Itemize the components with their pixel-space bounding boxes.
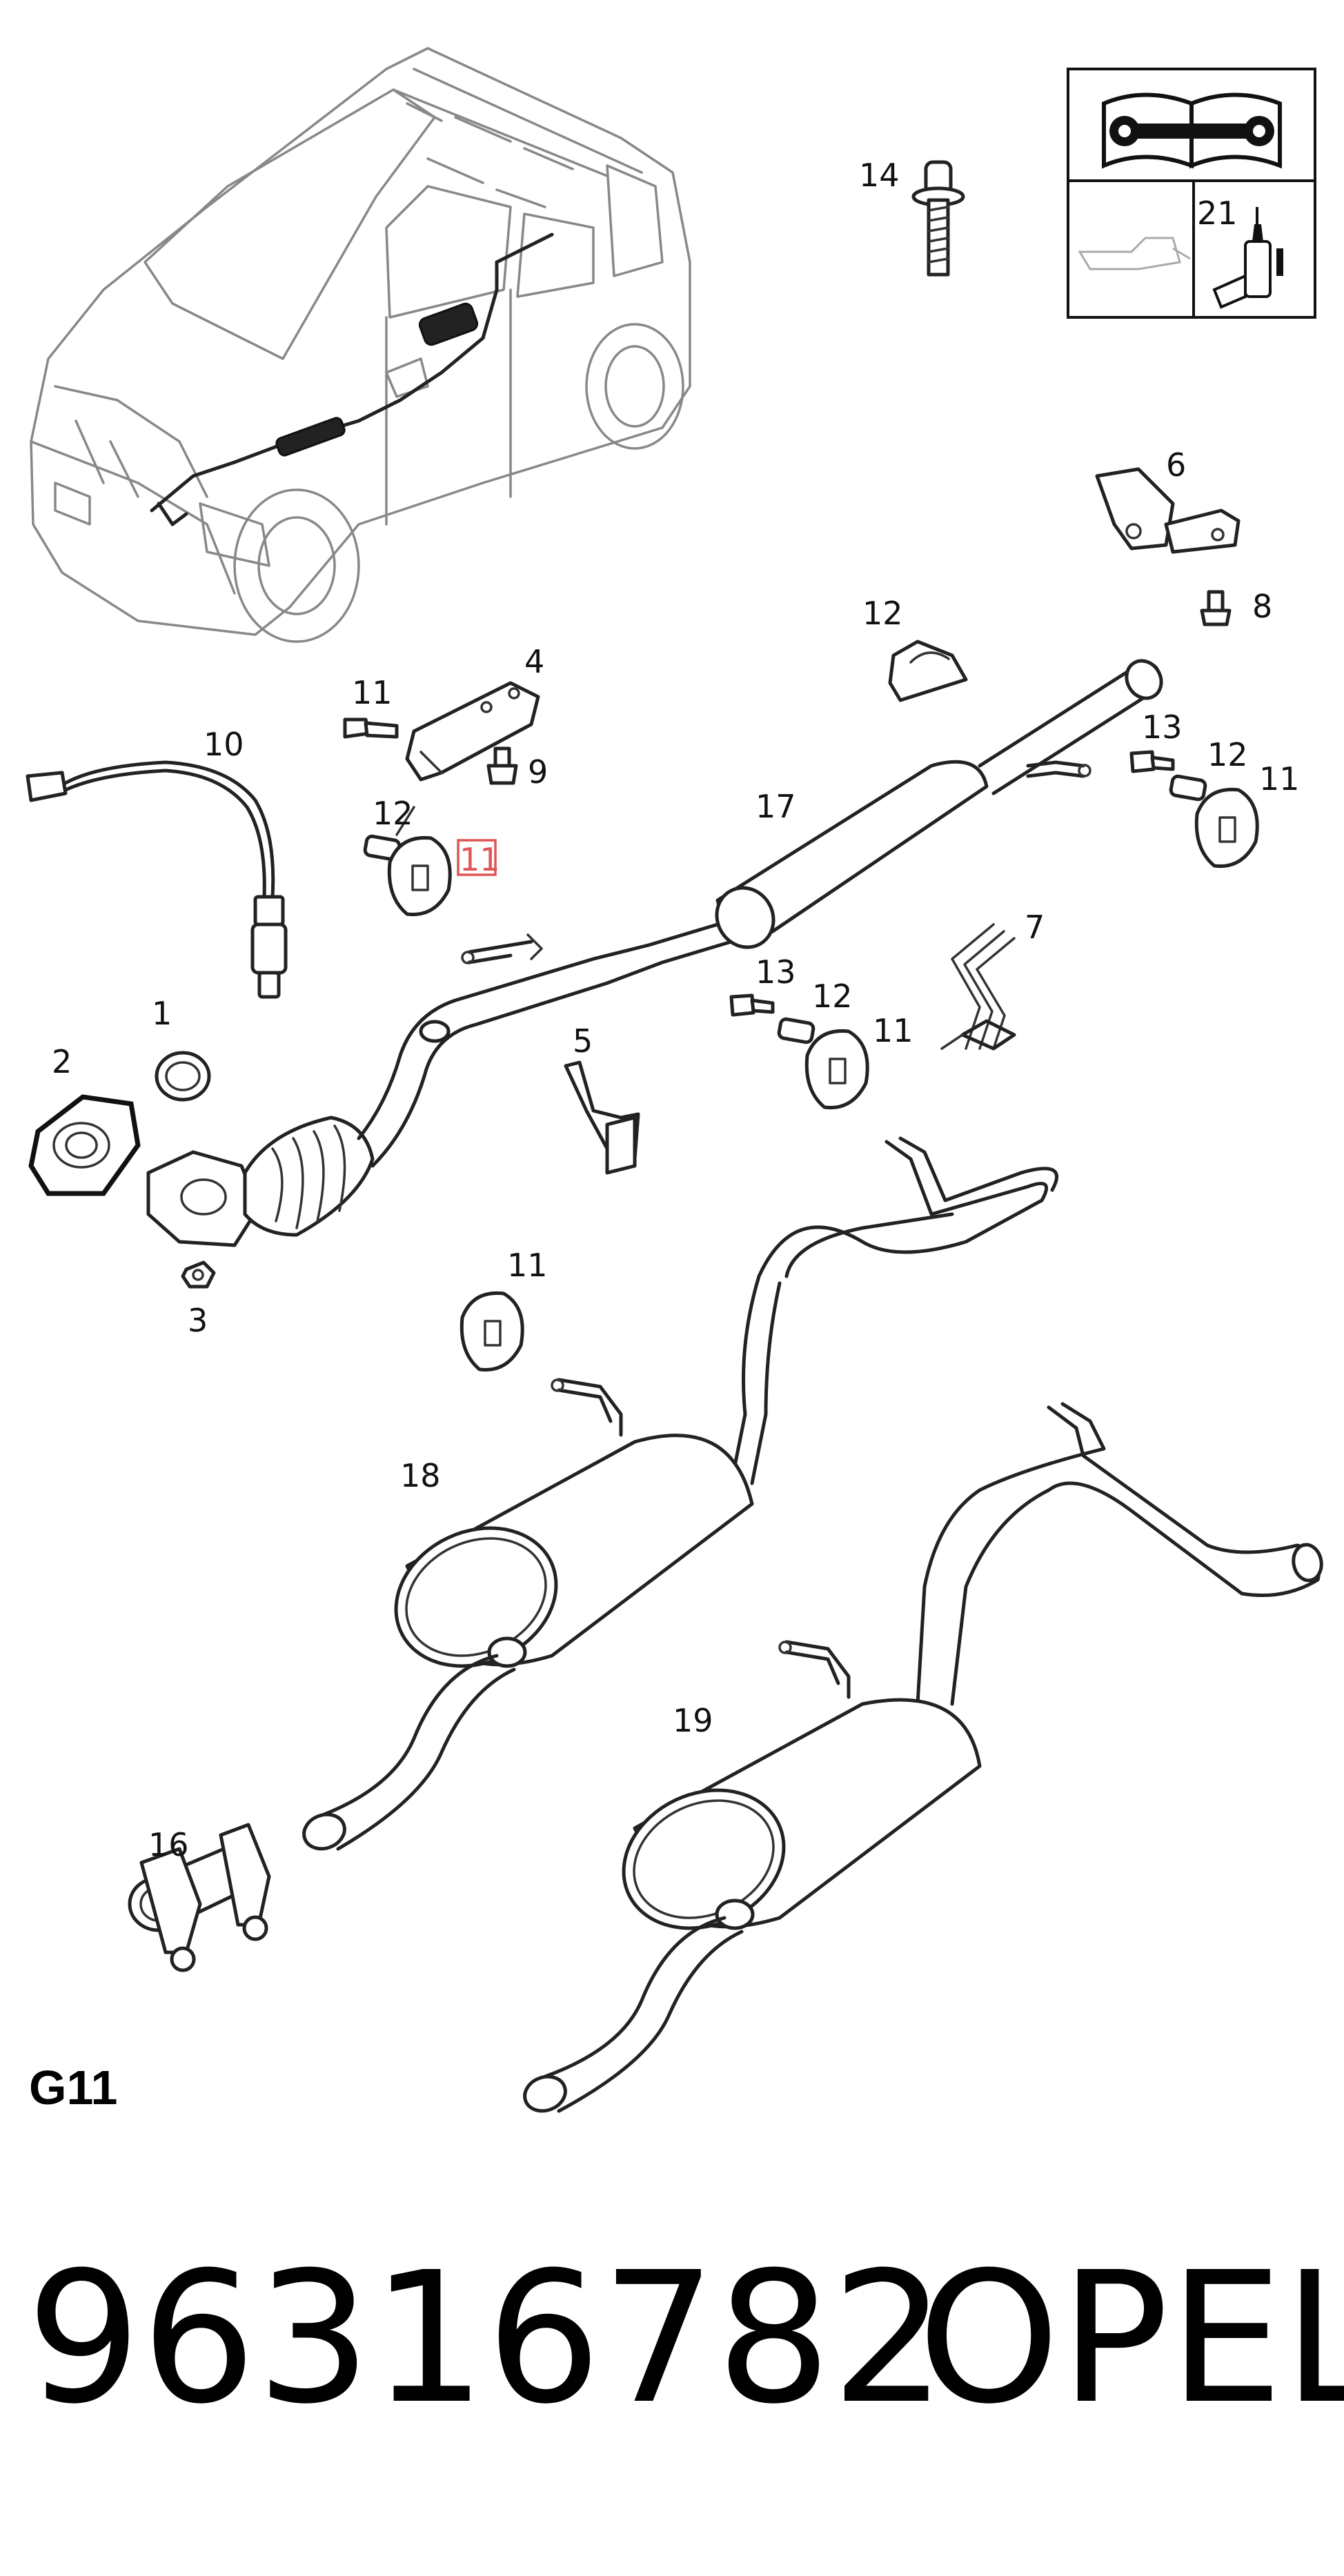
- part-11-mount-right: [1194, 787, 1259, 869]
- callout-3: 3: [188, 1302, 208, 1339]
- manual-book-wrench-icon: [1102, 92, 1282, 169]
- part-7-heat-shield: [940, 923, 1016, 1051]
- part-11-mount-left: [387, 835, 452, 917]
- callout-11-right: 11: [1259, 760, 1300, 797]
- callout-1: 1: [152, 995, 172, 1032]
- exhaust-silhouette-icon: [1078, 237, 1191, 270]
- part-10-oxygen-sensor: [26, 760, 288, 999]
- part-6-bracket: [1095, 467, 1241, 554]
- part-18-rear-muffler: [302, 1136, 1059, 1851]
- part-20-stud: [911, 160, 965, 277]
- callout-7: 7: [1025, 909, 1045, 946]
- callout-5: 5: [573, 1022, 593, 1060]
- part-2-flange-gasket: [28, 1094, 141, 1196]
- callout-12-left: 12: [373, 795, 413, 832]
- callout-4: 4: [524, 643, 544, 680]
- front-pipe-catalytic-converter: [146, 922, 733, 1247]
- part-17-center-muffler: [715, 659, 1163, 949]
- part-1-gasket-ring: [155, 1051, 211, 1102]
- highlight-box: [457, 839, 497, 876]
- callout-15: 12: [862, 595, 903, 632]
- section-code: G11: [29, 2061, 117, 2114]
- part-9-bolt: [486, 746, 518, 785]
- callout-19: 19: [673, 1702, 713, 1739]
- service-info-box: [1067, 68, 1316, 319]
- callout-10: 10: [204, 726, 244, 763]
- part-number: 96316782: [26, 2233, 947, 2444]
- callout-labels: 14 21 6 8 12 4 11 10 9 13 12 11 17 12 11…: [29, 157, 1300, 2114]
- callout-8: 8: [1252, 588, 1272, 625]
- callout-18: 18: [400, 1457, 441, 1494]
- callout-9: 9: [528, 753, 548, 791]
- callout-17: 17: [755, 788, 796, 825]
- part-11-mount-lower: [459, 1291, 524, 1372]
- brand-name: OPEL: [918, 2233, 1344, 2444]
- callout-14: 11: [352, 674, 393, 711]
- part-11-mount-middle: [804, 1029, 869, 1110]
- part-14-bolt: [343, 717, 399, 739]
- part-3-nut: [181, 1260, 216, 1289]
- part-12-pin-middle: [777, 1017, 816, 1044]
- callout-12-right: 12: [1207, 736, 1248, 773]
- callout-21: 21: [1197, 195, 1238, 232]
- sealant-tube-icon: [1212, 207, 1283, 309]
- callout-12-middle-label: 12: [812, 978, 853, 1015]
- part-4-bracket: [405, 681, 540, 782]
- leader-lines: [395, 806, 415, 836]
- part-13-bolt-middle: [729, 993, 775, 1017]
- part-8-bolt: [1200, 590, 1232, 626]
- callout-20: 14: [859, 157, 900, 194]
- callout-11-highlighted[interactable]: 11: [459, 841, 500, 878]
- part-15-hanger: [888, 640, 968, 702]
- callout-16: 16: [148, 1826, 189, 1863]
- callout-13-right: 13: [1142, 709, 1183, 746]
- part-19-rear-muffler: [523, 1402, 1323, 2113]
- part-5-bracket: [564, 1060, 640, 1175]
- callout-11-lower-label: 11: [507, 1247, 548, 1284]
- part-12-pin-right: [1169, 774, 1207, 802]
- callout-13-middle: 13: [755, 953, 796, 991]
- callout-11-middle: 11: [873, 1012, 913, 1049]
- part-13-bolt-right: [1129, 750, 1175, 773]
- callout-2: 2: [52, 1043, 72, 1080]
- callout-6: 6: [1166, 446, 1186, 484]
- part-16-pipe-clamp: [128, 1823, 271, 1972]
- vehicle-illustration: [30, 47, 691, 643]
